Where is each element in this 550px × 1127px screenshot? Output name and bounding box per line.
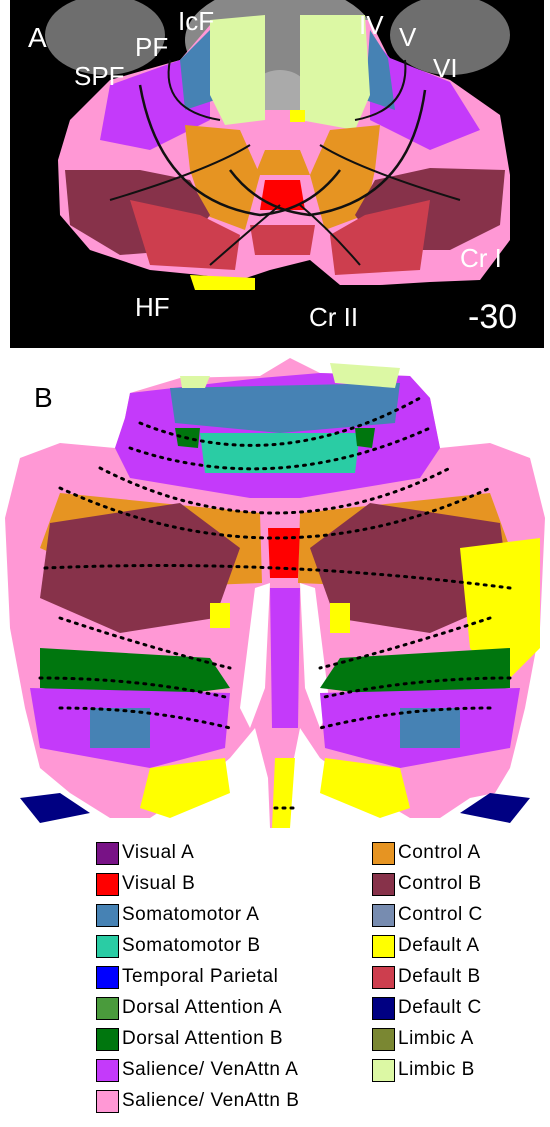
label-vi: VI <box>433 55 458 81</box>
legend-label: Control B <box>398 873 482 895</box>
legend-swatch <box>96 966 119 989</box>
legend-item-somatomotor-a: Somatomotor A <box>96 900 259 930</box>
legend-label: Default A <box>398 935 480 957</box>
legend-label: Control C <box>398 904 483 926</box>
legend-item-default-a: Default A <box>372 931 480 961</box>
slice-number: -30 <box>468 300 517 334</box>
legend-item-control-a: Control A <box>372 838 481 868</box>
panel-a-axial-slice: A IcF PF SPF IV V VI Cr I HF Cr II -30 <box>10 0 544 348</box>
legend-label: Default C <box>398 997 482 1019</box>
panel-b-flatmap: B <box>0 348 550 838</box>
legend-swatch <box>96 1059 119 1082</box>
legend-swatch <box>96 842 119 865</box>
legend-label: Visual A <box>122 842 194 864</box>
legend-label: Somatomotor A <box>122 904 259 926</box>
legend-item-dorsal-attention-a: Dorsal Attention A <box>96 993 282 1023</box>
label-v: V <box>399 24 416 50</box>
legend-item-visual-b: Visual B <box>96 869 195 899</box>
legend-swatch <box>372 966 395 989</box>
label-iv: IV <box>359 12 384 38</box>
legend-item-limbic-a: Limbic A <box>372 1024 474 1054</box>
legend-swatch <box>96 1090 119 1113</box>
legend-swatch <box>96 997 119 1020</box>
legend-swatch <box>372 935 395 958</box>
network-legend: Visual A Visual B Somatomotor A Somatomo… <box>0 838 550 1127</box>
legend-swatch <box>372 1028 395 1051</box>
legend-item-salience-venattn-a: Salience/ VenAttn A <box>96 1055 298 1085</box>
legend-item-control-c: Control C <box>372 900 483 930</box>
legend-item-salience-venattn-b: Salience/ VenAttn B <box>96 1086 299 1116</box>
legend-label: Visual B <box>122 873 195 895</box>
label-hf: HF <box>135 294 170 320</box>
legend-item-dorsal-attention-b: Dorsal Attention B <box>96 1024 283 1054</box>
legend-swatch <box>96 1028 119 1051</box>
legend-item-visual-a: Visual A <box>96 838 194 868</box>
legend-label: Salience/ VenAttn B <box>122 1090 299 1112</box>
legend-label: Control A <box>398 842 481 864</box>
legend-item-somatomotor-b: Somatomotor B <box>96 931 261 961</box>
legend-label: Limbic B <box>398 1059 475 1081</box>
legend-item-limbic-b: Limbic B <box>372 1055 475 1085</box>
legend-swatch <box>372 904 395 927</box>
legend-label: Dorsal Attention A <box>122 997 282 1019</box>
legend-swatch <box>96 904 119 927</box>
legend-item-control-b: Control B <box>372 869 482 899</box>
legend-swatch <box>96 935 119 958</box>
legend-swatch <box>372 873 395 896</box>
legend-item-default-c: Default C <box>372 993 482 1023</box>
legend-label: Default B <box>398 966 481 988</box>
label-cr1: Cr I <box>460 245 502 271</box>
legend-item-default-b: Default B <box>372 962 481 992</box>
legend-label: Salience/ VenAttn A <box>122 1059 298 1081</box>
legend-label: Somatomotor B <box>122 935 261 957</box>
label-cr2: Cr II <box>309 304 358 330</box>
legend-label: Limbic A <box>398 1028 474 1050</box>
cerebellar-flatmap <box>0 348 550 838</box>
legend-label: Temporal Parietal <box>122 966 278 988</box>
axial-slice-image <box>10 0 544 348</box>
legend-label: Dorsal Attention B <box>122 1028 283 1050</box>
legend-swatch <box>372 997 395 1020</box>
panel-a-letter: A <box>28 24 47 52</box>
legend-item-temporal-parietal: Temporal Parietal <box>96 962 278 992</box>
panel-b-letter: B <box>34 384 53 412</box>
legend-swatch <box>372 842 395 865</box>
legend-swatch <box>96 873 119 896</box>
legend-swatch <box>372 1059 395 1082</box>
label-spf: SPF <box>74 63 125 89</box>
label-icf: IcF <box>178 8 214 34</box>
label-pf: PF <box>135 34 168 60</box>
